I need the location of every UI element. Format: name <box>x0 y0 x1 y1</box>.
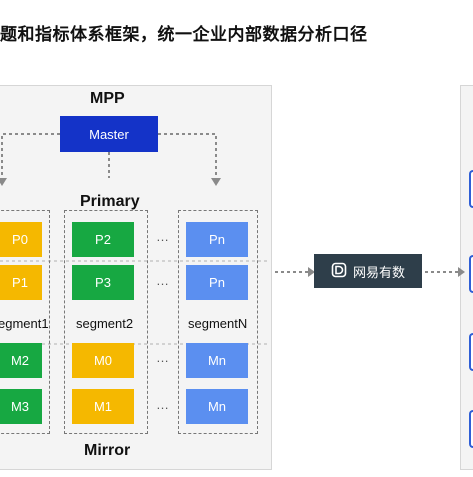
netease-youshu-label: 网易有数 <box>352 264 405 280</box>
segment-2-mirror-m0: M0 <box>72 343 134 378</box>
segment-2-container <box>64 210 148 434</box>
ellipsis: … <box>156 397 170 412</box>
segment-1-label: egment1 <box>0 316 49 331</box>
right-panel-box <box>469 333 473 371</box>
segment-n-primary-pn: Pn <box>186 265 248 300</box>
segment-1-mirror-m3: M3 <box>0 389 42 424</box>
ellipsis: … <box>156 273 170 288</box>
primary-label: Primary <box>80 193 140 210</box>
mirror-label: Mirror <box>84 442 131 459</box>
segment-1-mirror-m2: M2 <box>0 343 42 378</box>
master-node: Master <box>60 116 158 152</box>
segment-n-container <box>178 210 258 434</box>
segment-1-primary-p0: P0 <box>0 222 42 257</box>
mpp-label: MPP <box>90 90 125 107</box>
netease-youshu-node: 网易有数 <box>314 254 422 288</box>
segment-2-primary-p2: P2 <box>72 222 134 257</box>
ellipsis: … <box>156 350 170 365</box>
ellipsis: … <box>156 229 170 244</box>
right-panel-box <box>469 170 473 208</box>
right-panel-box <box>469 410 473 448</box>
segment-n-primary-pn: Pn <box>186 222 248 257</box>
segment-1-primary-p1: P1 <box>0 265 42 300</box>
segment-2-label: segment2 <box>76 316 134 331</box>
segment-n-mirror-mn: Mn <box>186 343 248 378</box>
segment-n-mirror-mn: Mn <box>186 389 248 424</box>
netease-youshu-logo-icon <box>331 262 347 281</box>
right-panel-box <box>469 255 473 293</box>
segment-2-primary-p3: P3 <box>72 265 134 300</box>
segment-1-container <box>0 210 50 434</box>
page-heading: 题和指标体系框架，统一企业内部数据分析口径 <box>0 25 368 44</box>
segment-n-label: segmentN <box>188 316 248 331</box>
segment-2-mirror-m1: M1 <box>72 389 134 424</box>
